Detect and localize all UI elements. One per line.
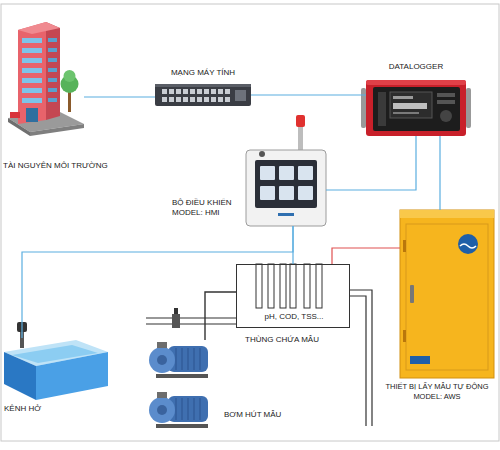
network-switch	[155, 84, 251, 106]
autosampler-node: THIẾT BỊ LẤY MẪU TỰ ĐỘNG MODEL: AWS	[400, 210, 494, 378]
node-label: BƠM HÚT MẪU	[224, 410, 281, 420]
building-node: TÀI NGUYÊN MÔI TRƯỜNG	[8, 15, 84, 135]
connector-line	[439, 136, 440, 210]
node-label: TÀI NGUYÊN MÔI TRƯỜNG	[3, 161, 108, 171]
channel-node: KÊNH HỞ	[4, 338, 108, 400]
tank-text: pH, COD, TSS...	[265, 312, 324, 322]
node-label: KÊNH HỞ	[4, 404, 41, 414]
autosampler-cabinet	[400, 210, 494, 378]
node-label: THIẾT BỊ LẤY MẪU TỰ ĐỘNG MODEL: AWS	[378, 382, 496, 401]
node-label: MẠNG MÁY TÍNH	[171, 68, 235, 78]
connector-line	[251, 94, 366, 95]
datalogger-device	[361, 80, 471, 136]
connector-line	[332, 248, 400, 264]
connector-line	[326, 136, 416, 190]
node-label: DATALOGGER	[389, 62, 443, 72]
pump-node: BƠM HÚT MẪU	[148, 340, 210, 432]
connector-line	[22, 226, 293, 338]
pump-icons	[149, 342, 208, 428]
controller-node: BỘ ĐIỀU KHIỂN MODEL: HMI	[246, 150, 326, 226]
connector-line	[205, 292, 236, 340]
connector-line	[84, 96, 155, 97]
building-icon	[8, 22, 84, 136]
node-label: BỘ ĐIỀU KHIỂN MODEL: HMI	[172, 198, 242, 218]
switch-node: MẠNG MÁY TÍNH	[155, 84, 251, 106]
sample-tank: pH, COD, TSS...THÙNG CHỨA MẪU	[236, 264, 350, 328]
frame	[1, 4, 499, 441]
hmi-controller	[246, 115, 326, 226]
sample-tank-parts	[146, 264, 372, 426]
open-channel	[4, 322, 108, 400]
datalogger-node: DATALOGGER	[366, 80, 466, 136]
node-label: THÙNG CHỨA MẪU	[245, 335, 319, 345]
